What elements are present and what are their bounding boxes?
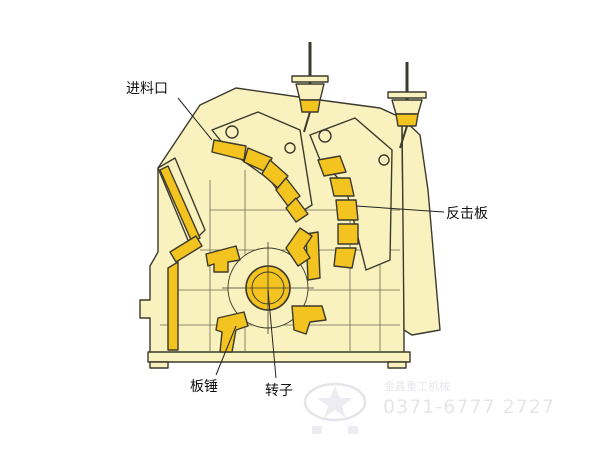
base-foot-left bbox=[149, 361, 169, 369]
label-rotor: 转子 bbox=[265, 383, 293, 399]
watermark-phone: 0371-6777 2727 bbox=[383, 396, 555, 418]
blow-bars bbox=[205, 227, 327, 353]
watermark-logo-icon bbox=[303, 382, 367, 434]
front-pivot-lower bbox=[284, 142, 296, 154]
label-feed-inlet: 进料口 bbox=[126, 81, 168, 97]
leader-lines bbox=[177, 97, 445, 379]
base-foot-right bbox=[387, 361, 407, 369]
watermark-brand: 金鑫重工机械 bbox=[384, 380, 450, 393]
feed-plate-left bbox=[159, 165, 201, 243]
front-pivot bbox=[225, 125, 239, 139]
rear-impact-plates bbox=[317, 155, 359, 269]
rear-pivot-lower bbox=[378, 154, 390, 166]
lower-liners bbox=[167, 231, 321, 351]
rear-pivot bbox=[318, 129, 332, 143]
adjusting-screw-front bbox=[291, 42, 329, 133]
rear-panel bbox=[401, 117, 441, 336]
adjusting-screw-rear bbox=[387, 62, 427, 149]
base-frame bbox=[147, 351, 411, 363]
label-hammer: 板锤 bbox=[190, 379, 218, 395]
front-impact-plates bbox=[211, 139, 309, 223]
label-impact-plate: 反击板 bbox=[446, 206, 488, 222]
